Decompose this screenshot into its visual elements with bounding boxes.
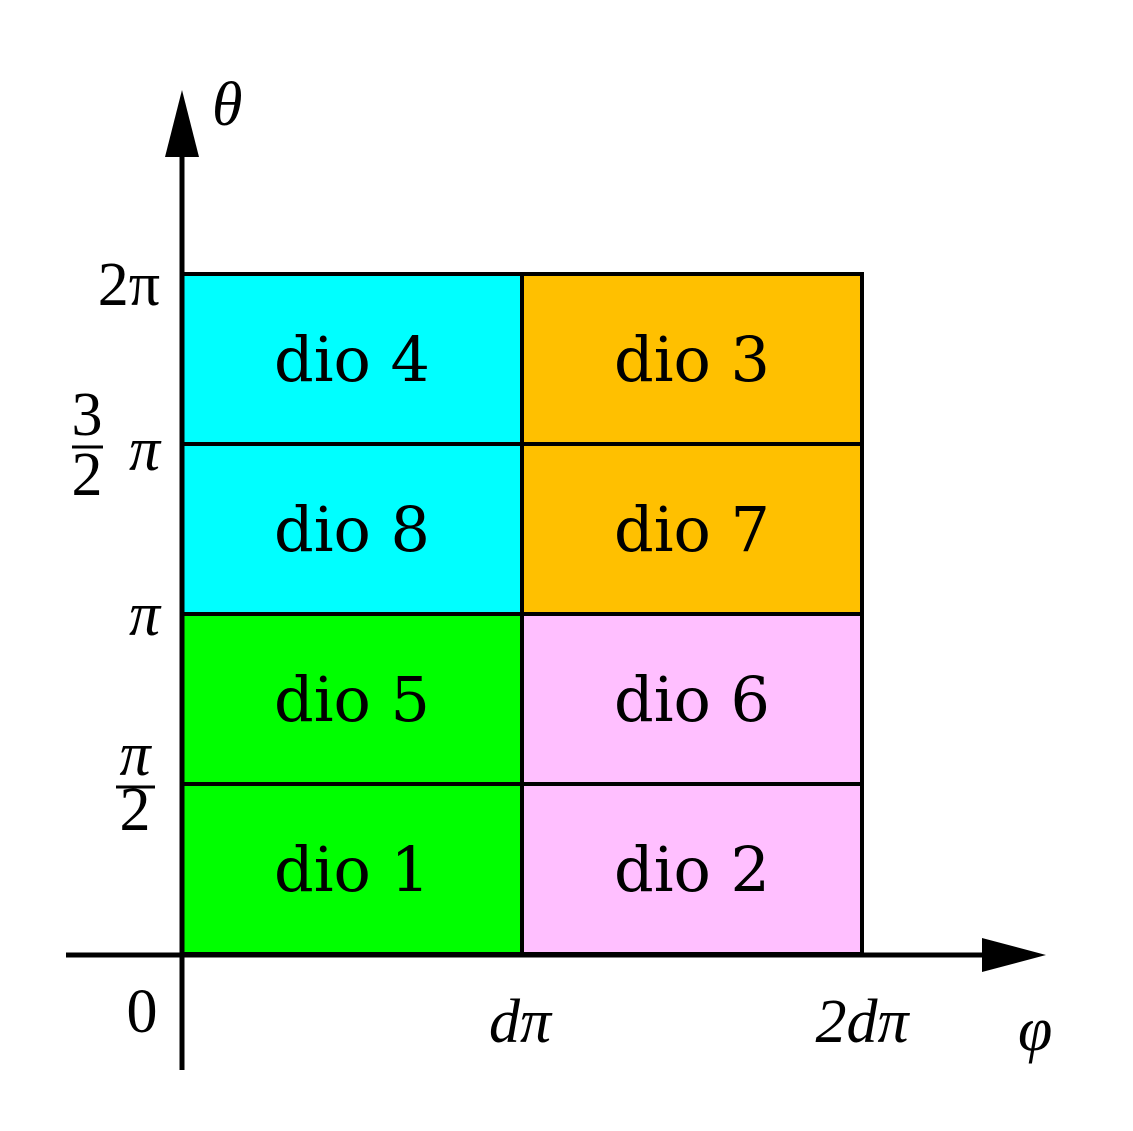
cell-dio-6 — [520, 612, 864, 786]
y-tick-3half-num: 3 — [72, 381, 103, 449]
cell-grid: dio 4 dio 3 dio 8 dio 7 dio 5 dio 6 dio 1 dio 2 — [180, 272, 864, 956]
cell-dio-8 — [180, 442, 524, 616]
cell-label: dio 2 — [614, 833, 770, 906]
y-tick-3half-pi: π — [129, 416, 162, 484]
x-tick-dpi: dπ — [489, 988, 553, 1056]
cell-dio-4 — [180, 272, 524, 446]
cell-label: dio 4 — [274, 323, 430, 396]
x-tick-2dpi: 2dπ — [815, 988, 910, 1056]
y-axis-label: θ — [212, 71, 242, 139]
cell-dio-2 — [520, 782, 864, 956]
y-tick-half-num: π — [119, 721, 152, 789]
y-tick-half-den: 2 — [120, 776, 151, 844]
cell-label: dio 5 — [274, 663, 430, 736]
y-tick-2pi: 2π — [98, 251, 160, 319]
cell-label: dio 1 — [274, 833, 430, 906]
y-tick-3half-den: 2 — [72, 441, 103, 509]
cell-dio-7 — [520, 442, 864, 616]
x-tick-0: 0 — [127, 978, 158, 1046]
x-axis-label: φ — [1018, 996, 1052, 1064]
y-tick-pi: π — [129, 581, 162, 649]
cell-label: dio 7 — [614, 493, 770, 566]
cell-label: dio 3 — [614, 323, 770, 396]
cell-dio-3 — [520, 272, 864, 446]
cell-label: dio 8 — [274, 493, 430, 566]
y-axis-arrow-icon — [165, 90, 199, 157]
cell-label: dio 6 — [614, 663, 770, 736]
x-axis-arrow-icon — [982, 938, 1046, 972]
